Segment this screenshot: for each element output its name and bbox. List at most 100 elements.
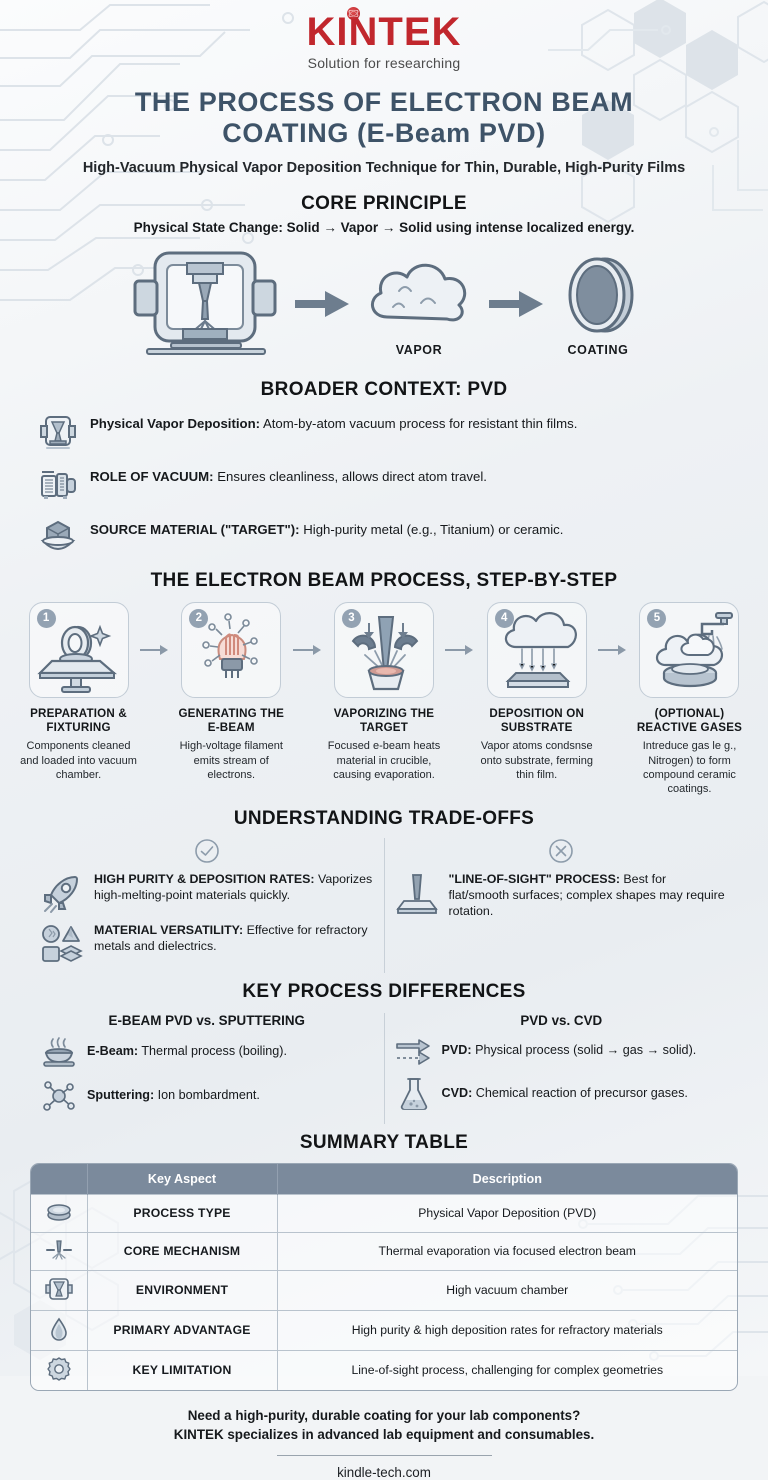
step-title: VAPORIZING THE TARGET	[333, 706, 435, 734]
summary-table: Key Aspect Description PROCES	[30, 1162, 738, 1391]
flow-item-coating: COATING	[553, 251, 643, 357]
brand-logo: KINTEK Solution for researching	[0, 0, 768, 71]
trade-off-label: HIGH PURITY & DEPOSITION RATES:	[94, 871, 315, 886]
comparison-heading-right: PVD vs. CVD	[520, 1012, 603, 1028]
comparison-label: Sputtering:	[87, 1087, 155, 1102]
step-description: Focused e-beam heats material in crucibl…	[327, 740, 441, 781]
rocket-icon	[40, 871, 84, 913]
droplet-icon	[31, 1309, 88, 1351]
comparison-text: E-Beam: Thermal process (boiling).	[87, 1044, 287, 1060]
trade-off-text: MATERIAL VERSATILITY: Effective for refr…	[94, 922, 374, 954]
beam-impact-icon	[31, 1231, 88, 1271]
process-step-5: 5 (OPTIONAL) REA	[631, 601, 748, 796]
flow-label-coating: COATING	[567, 342, 629, 357]
cloud-icon	[371, 263, 467, 321]
process-step-3: 3	[325, 601, 442, 782]
table-cell-desc: High vacuum chamber	[277, 1269, 737, 1311]
list-item-desc: Atom-by-atom vacuum process for resistan…	[260, 415, 578, 431]
target-material-icon	[38, 517, 78, 559]
list-item: ROLE OF VACUUM: Ensures cleanliness, all…	[38, 464, 730, 506]
trade-off-label: MATERIAL VERSATILITY:	[94, 922, 244, 937]
section-heading-process-steps: THE ELECTRON BEAM PROCESS, STEP-BY-STEP	[150, 569, 618, 591]
vacuum-chamber-icon	[133, 251, 277, 355]
comparison-heading-left: E-BEAM PVD vs. SPUTTERING	[108, 1012, 305, 1028]
line-of-sight-icon	[395, 871, 439, 915]
table-row: PRIMARY ADVANTAGE High purity & high dep…	[31, 1309, 737, 1351]
comparison-text: CVD: Chemical reaction of precursor gase…	[442, 1086, 688, 1102]
vacuum-pump-icon	[38, 464, 78, 506]
step-title: (OPTIONAL) REACTIVE GASES	[636, 706, 743, 734]
flow-item-vapor: VAPOR	[359, 251, 479, 357]
step-connector-arrow	[595, 602, 631, 698]
step-title: GENERATING THE E-BEAM	[178, 706, 285, 734]
flask-icon	[395, 1077, 433, 1111]
table-header-row: Key Aspect Description	[31, 1163, 737, 1195]
atom-icon	[346, 7, 360, 20]
step-description: Intreduce gas le g., Nitrogen) to form c…	[642, 740, 737, 795]
arrow-right-icon	[295, 290, 349, 317]
list-item-label: Physical Vapor Deposition:	[90, 415, 261, 431]
table-cell-key: ENVIRONMENT	[87, 1269, 278, 1311]
step-title: PREPARATION & FIXTURING	[30, 706, 127, 734]
table-header-description: Description	[277, 1163, 737, 1195]
step-number-badge: 4	[494, 608, 514, 628]
step-card: 2	[181, 601, 282, 698]
step-connector-arrow	[290, 602, 326, 698]
comparison-desc: Chemical reaction of precursor gases.	[472, 1085, 688, 1100]
table-cell-desc: Line-of-sight process, challenging for c…	[277, 1349, 737, 1390]
comparison-row: Sputtering: Ion bombardment.	[40, 1079, 374, 1113]
flow-label-vapor: VAPOR	[395, 342, 443, 357]
check-circle-icon	[40, 838, 374, 864]
brand-name: KINTEK	[306, 10, 462, 54]
table-row: PROCESS TYPE Physical Vapor Deposition (…	[31, 1193, 737, 1233]
step-number-badge: 5	[647, 608, 667, 628]
footer-line-2: KINTEK specializes in advanced lab equip…	[173, 1426, 595, 1442]
double-arrow-icon	[395, 1036, 433, 1066]
comparison-desc: Physical process (solid → gas → solid).	[471, 1042, 697, 1057]
step-description: Components cleaned and loaded into vacuu…	[20, 740, 137, 781]
section-heading-broader-context: BROADER CONTEXT: PVD	[260, 378, 508, 400]
section-heading-trade-offs: UNDERSTANDING TRADE-OFFS	[233, 807, 535, 829]
step-description: Vapor atoms condsnse onto substrate, fer…	[480, 740, 593, 781]
step-card: 1	[28, 601, 129, 698]
comparison-text: Sputtering: Ion bombardment.	[87, 1088, 260, 1104]
list-item: Physical Vapor Deposition: Atom-by-atom …	[38, 411, 730, 453]
brand-tagline: Solution for researching	[307, 55, 461, 71]
trade-offs-columns: HIGH PURITY & DEPOSITION RATES: Vaporize…	[0, 837, 768, 973]
x-circle-icon	[395, 838, 729, 864]
ion-bombardment-icon	[40, 1079, 78, 1113]
vacuum-chamber-icon	[38, 411, 78, 453]
table-row: CORE MECHANISM Thermal evaporation via f…	[31, 1231, 737, 1271]
comparison-row: PVD: Physical process (solid → gas → sol…	[395, 1036, 729, 1066]
trade-offs-cons: "LINE-OF-SIGHT" PROCESS: Best for flat/s…	[385, 838, 739, 973]
logo-mark: KINTEK	[306, 7, 462, 54]
list-item-desc: Ensures cleanliness, allows direct atom …	[213, 468, 487, 484]
footer-domain[interactable]: kindle-tech.com	[337, 1465, 431, 1480]
step-card: 4	[486, 601, 587, 698]
trade-off-text: "LINE-OF-SIGHT" PROCESS: Best for flat/s…	[449, 871, 729, 919]
arrow-right-icon-2	[489, 290, 543, 317]
disc-stack-icon	[31, 1193, 88, 1233]
vacuum-chamber-icon	[31, 1269, 88, 1311]
section-heading-summary-table: SUMMARY TABLE	[299, 1131, 469, 1153]
key-differences-left: E-BEAM PVD vs. SPUTTERING E	[30, 1012, 385, 1124]
comparison-label: CVD:	[441, 1085, 473, 1100]
comparison-row: CVD: Chemical reaction of precursor gase…	[395, 1077, 729, 1111]
table-cell-desc: Thermal evaporation via focused electron…	[277, 1231, 737, 1271]
step-connector-arrow	[137, 602, 173, 698]
trade-off-item: MATERIAL VERSATILITY: Effective for refr…	[40, 922, 374, 964]
list-item: SOURCE MATERIAL ("TARGET"): High-purity …	[38, 517, 730, 559]
trade-off-label: "LINE-OF-SIGHT" PROCESS:	[448, 871, 620, 886]
heated-crucible-icon	[40, 1036, 78, 1068]
section-heading-core-principle: CORE PRINCIPLE	[301, 192, 467, 214]
section-heading-key-differences: KEY PROCESS DIFFERENCES	[242, 980, 526, 1002]
step-number-badge: 2	[189, 608, 209, 628]
broader-context-list: Physical Vapor Deposition: Atom-by-atom …	[0, 411, 768, 559]
table-cell-key: PRIMARY ADVANTAGE	[87, 1309, 278, 1351]
process-step-1: 1 PREPARATION & FIXTURING Components	[20, 601, 137, 782]
page-subtitle: High-Vacuum Physical Vapor Deposition Te…	[82, 159, 686, 176]
step-card: 3	[334, 601, 434, 698]
list-item-text: ROLE OF VACUUM: Ensures cleanliness, all…	[90, 464, 487, 485]
list-item-label: SOURCE MATERIAL ("TARGET"):	[90, 521, 300, 537]
table-cell-desc: Physical Vapor Deposition (PVD)	[277, 1193, 737, 1233]
